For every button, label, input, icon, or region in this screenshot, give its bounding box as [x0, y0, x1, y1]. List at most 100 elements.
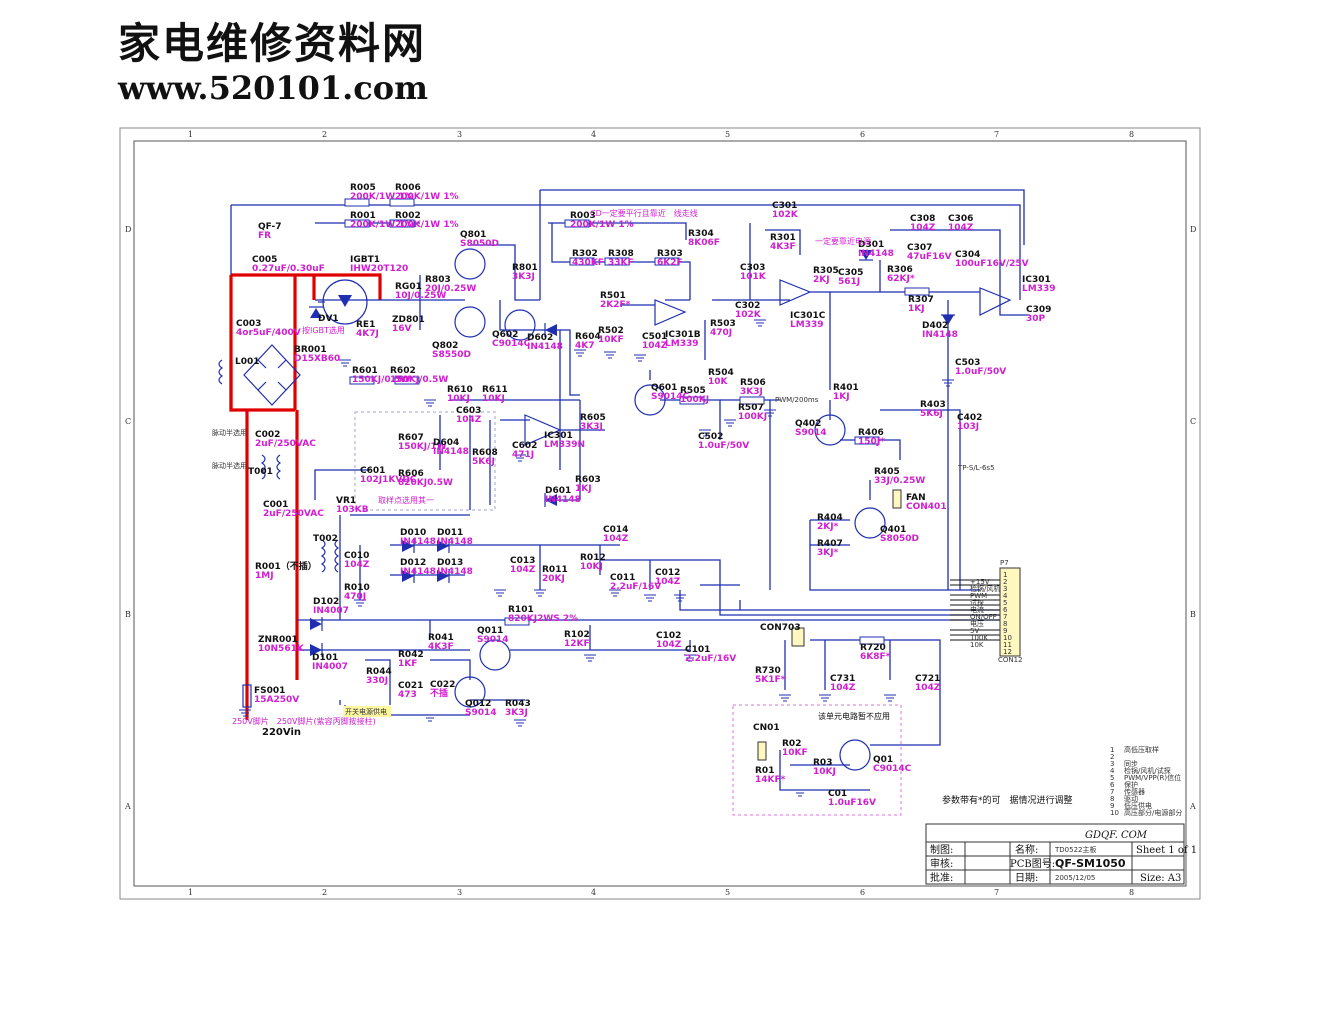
component-value: 3K3J [505, 708, 528, 718]
site-watermark: 家电维修资料网 www.520101.com [118, 20, 448, 112]
component-value: 10KJ [813, 767, 836, 777]
legend-index: 4 [1110, 767, 1115, 775]
title-pcb-label: PCB图号: [1010, 858, 1055, 870]
con12-signal-label: 试探 [970, 598, 984, 607]
con12-signal-label: 5V [970, 627, 979, 635]
component-ref: R012 [580, 553, 606, 563]
component-ref: R601 [352, 366, 378, 376]
component-ref: L001 [235, 357, 260, 367]
column-marker-top: 4 [591, 130, 596, 139]
component-ref: R02 [782, 739, 801, 749]
component-value: 10K [708, 377, 729, 387]
component-value: 473 [398, 690, 417, 700]
component-value: 200K/1W 1% [395, 220, 459, 230]
component-ref: IC301B [665, 330, 701, 340]
component-ref: C005 [252, 255, 277, 265]
con12-pin-number: 4 [1003, 592, 1008, 600]
con12-signal-label: 电压 [970, 619, 984, 628]
component-ref: R403 [920, 400, 946, 410]
component-value: 104Z [456, 415, 482, 425]
component-ref: R102 [564, 630, 590, 640]
component-ref: R043 [505, 699, 531, 709]
component-ref: R607 [398, 433, 424, 443]
component-value: 100KJ [738, 412, 767, 422]
title-block: GDQF. COM 制图: 审核: 批准: 名称: TD0522主板 PCB图号… [925, 823, 1197, 885]
ground-symbol [942, 379, 954, 387]
row-marker-left: B [125, 610, 131, 619]
component-ref: C102 [656, 631, 681, 641]
high-voltage-path [229, 273, 382, 720]
component-ref: R03 [813, 758, 832, 768]
ground-symbol [644, 594, 656, 602]
component-value: C9014C [873, 764, 912, 774]
component-value: 30P [1026, 314, 1046, 324]
component-ref: C014 [603, 525, 628, 535]
column-marker-top: 5 [725, 130, 730, 139]
note-res: 参数带有*的可 据情况进行调整 [942, 794, 1073, 806]
component-value: 561J [838, 277, 860, 287]
con12-pin-number: 9 [1003, 627, 1007, 635]
transistor-symbols [454, 248, 886, 771]
component-value: 471J [512, 450, 534, 460]
component-value: S8550D [432, 350, 471, 360]
component-ref: CON703 [760, 623, 801, 633]
component-value: 3K3J [580, 422, 603, 432]
component-ref: Q012 [465, 699, 491, 709]
component-ref: R605 [580, 413, 606, 423]
title-name-value: TD0522主板 [1054, 845, 1096, 854]
component-ref: R303 [657, 249, 683, 259]
component-ref: R407 [817, 539, 843, 549]
unused-unit-box [732, 704, 902, 816]
ground-symbol [884, 694, 896, 702]
legend-text: 传感器 [1124, 787, 1145, 796]
component-value: 102J1KVDC [360, 475, 417, 485]
ground-symbol [699, 429, 711, 437]
inductor-l001 [218, 359, 224, 385]
legend-index: 1 [1110, 746, 1114, 754]
resistor-symbols [344, 198, 930, 645]
sw-power-tag [343, 706, 391, 717]
component-ref: C502 [698, 432, 723, 442]
legend-index: 5 [1110, 774, 1114, 782]
component-value: 1.0uF16V [828, 798, 876, 808]
component-value: 4K3F [770, 242, 796, 252]
legend-index: 6 [1110, 781, 1115, 789]
component-value: CON401 [906, 502, 947, 512]
note-vin: 220Vin [262, 727, 301, 738]
component-value: D15XB60 [294, 354, 340, 364]
component-ref: BR001 [294, 345, 327, 355]
component-value: 5K6J [472, 457, 495, 467]
component-ref: C305 [838, 268, 863, 278]
note-constant: 一定要靠近电源 [815, 236, 871, 246]
component-value: 1.0uF/50V [955, 367, 1006, 377]
component-value: IN4148 [922, 330, 958, 340]
component-ref: R502 [598, 326, 624, 336]
ground-symbol [764, 409, 776, 417]
component-ref: R606 [398, 469, 424, 479]
component-value: 6K8F* [860, 652, 891, 662]
note-unit: 该单元电路暂不应用 [818, 711, 890, 721]
title-name-label: 名称: [1015, 843, 1038, 856]
component-ref: RE1 [356, 320, 375, 330]
note-pulse2: 脉动半选用 [212, 461, 247, 470]
component-ref: R401 [833, 383, 859, 393]
component-ref: R506 [740, 378, 766, 388]
legend-text: 同步 [1124, 760, 1138, 768]
component-value: S9014 [795, 428, 827, 438]
component-value: 104Z [656, 640, 682, 650]
con12-connector [999, 567, 1021, 657]
column-marker-top: 7 [994, 130, 999, 139]
component-value: 47uF16V [907, 252, 952, 262]
ground-symbol [819, 694, 831, 702]
component-ref: R010 [344, 583, 370, 593]
bridge-rectifier [243, 344, 301, 406]
component-value: 1KF [398, 659, 417, 669]
component-value: IN4148 [437, 537, 473, 547]
component-value: 104Z [642, 341, 668, 351]
ground-symbol [339, 359, 351, 367]
component-value: 2uF/250VAC [255, 439, 316, 449]
component-ref: C022 [430, 680, 455, 690]
con703-connector [791, 627, 805, 647]
